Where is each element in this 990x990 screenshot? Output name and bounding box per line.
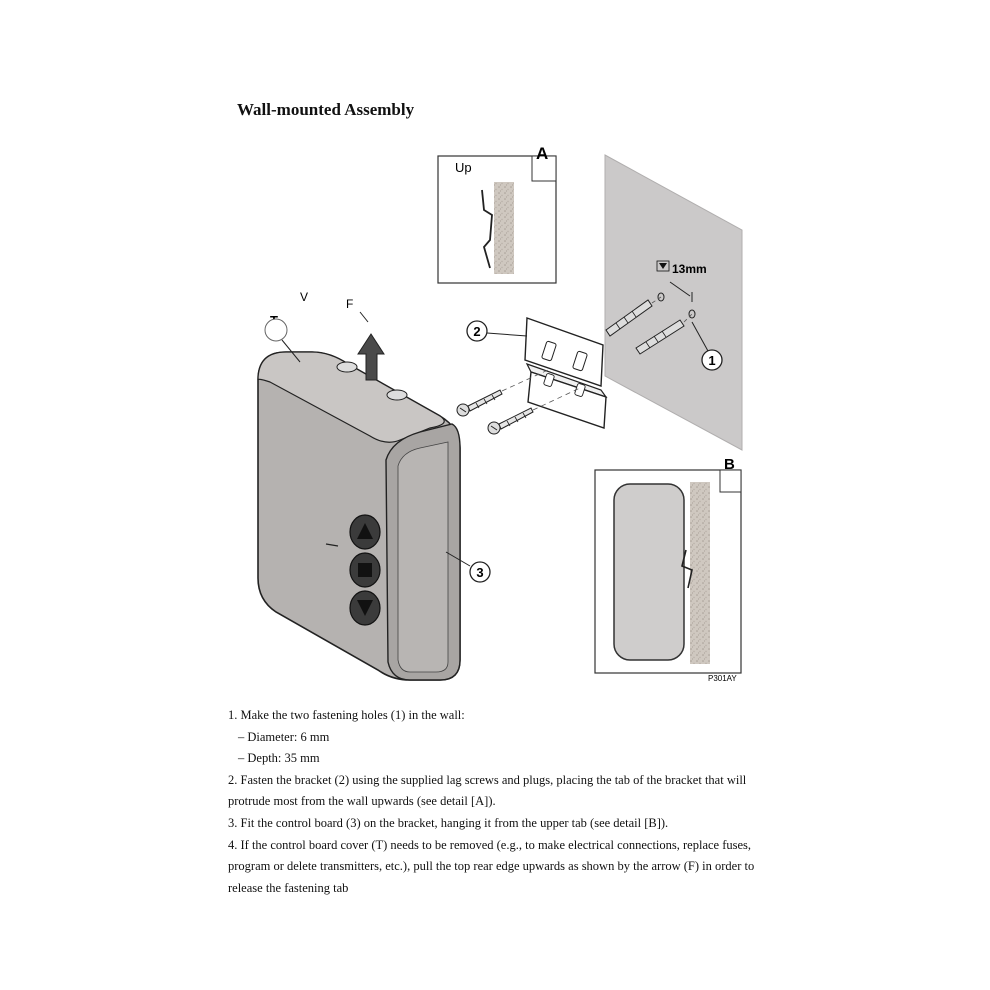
detail-a-letter: A: [536, 144, 548, 163]
assembly-diagram: A Up B P301AY 13mm 1: [257, 144, 743, 683]
fastening-hole: [657, 292, 665, 302]
wall-plug: [605, 299, 653, 337]
detail-a-bracket-profile: [481, 189, 493, 269]
fastening-hole: [688, 309, 696, 319]
down-arrow-icon: [357, 600, 373, 616]
instructions: 1. Make the two fastening holes (1) in t…: [228, 705, 768, 899]
stop-button: [349, 552, 381, 588]
detail-a-wall-section: [494, 182, 514, 274]
detail-a-up-label: Up: [455, 160, 472, 175]
step-1: 1. Make the two fastening holes (1) in t…: [228, 708, 465, 722]
up-arrow-icon: [357, 523, 373, 539]
step-1-diameter: – Diameter: 6 mm: [238, 729, 330, 744]
step-2: 2. Fasten the bracket (2) using the supp…: [228, 772, 747, 809]
detail-b-board-profile: [613, 483, 685, 661]
callout-1: [701, 349, 723, 371]
mounting-bracket: [524, 317, 608, 429]
callout-3: [469, 561, 491, 583]
wall-plug: [635, 319, 685, 355]
detail-b-wall-section: [690, 482, 710, 664]
up-button: [349, 514, 381, 550]
callout-2-label: 2: [473, 324, 480, 339]
detail-b-letter: B: [724, 456, 735, 473]
release-arrow: [357, 333, 385, 381]
measurement-annotation: 13mm: [656, 260, 707, 302]
label-v: V: [300, 290, 308, 304]
down-button: [349, 590, 381, 626]
step-4: 4. If the control board cover (T) needs …: [228, 837, 755, 895]
measurement-arrow-icon: [659, 263, 667, 269]
callout-3-label: 3: [476, 565, 483, 580]
detail-a-box: A Up: [437, 144, 557, 284]
measurement-label: 13mm: [672, 262, 707, 276]
cover-marker: [264, 318, 288, 342]
callout-2: [466, 320, 488, 342]
up-arrow-icon: [357, 333, 385, 381]
page-title: Wall-mounted Assembly: [237, 100, 415, 119]
label-f: F: [346, 297, 353, 311]
callout-1-label: 1: [708, 353, 715, 368]
wall: [604, 154, 743, 451]
detail-b-hook: [681, 549, 693, 589]
figure-code: P301AY: [708, 674, 737, 683]
detail-b-box: B P301AY: [594, 456, 742, 683]
lag-screw: [456, 389, 503, 417]
step-1-depth: – Depth: 35 mm: [238, 751, 320, 766]
step-3: 3. Fit the control board (3) on the brac…: [228, 815, 669, 830]
lag-screw: [487, 407, 534, 435]
stop-square-icon: [358, 563, 372, 577]
